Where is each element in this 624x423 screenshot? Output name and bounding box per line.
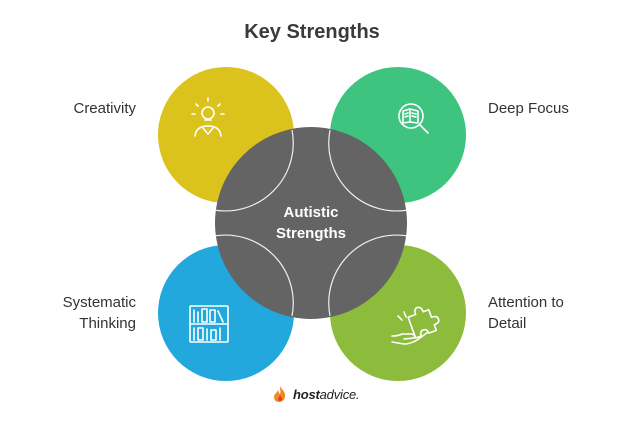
center-label-line2: Strengths	[275, 225, 346, 242]
lightbulb-person-icon	[191, 97, 225, 137]
page-title: Key Strengths	[244, 21, 380, 43]
overlap-arc-creativity	[213, 129, 294, 212]
logo-text: hostadvice.	[293, 386, 360, 402]
puzzle-hand-icon	[391, 306, 440, 345]
overlap-arc-attention	[328, 234, 409, 317]
bookshelf-icon	[189, 305, 229, 343]
hostadvice-logo: hostadvice.	[272, 384, 360, 404]
magnifier-book-icon	[398, 103, 429, 134]
label-attention-to-detail: Attention to Detail	[488, 294, 564, 332]
overlap-arc-systematic	[213, 234, 294, 317]
flame-logo-icon	[274, 386, 286, 402]
center-circle	[215, 127, 407, 319]
label-systematic-thinking: Systematic Thinking	[62, 294, 136, 332]
label-creativity: Creativity	[73, 100, 136, 117]
center-label: Autistic Strengths	[256, 202, 366, 244]
center-label-line1: Autistic	[283, 204, 339, 221]
overlap-arc-deep-focus	[328, 129, 409, 212]
label-deep-focus: Deep Focus	[488, 100, 569, 117]
